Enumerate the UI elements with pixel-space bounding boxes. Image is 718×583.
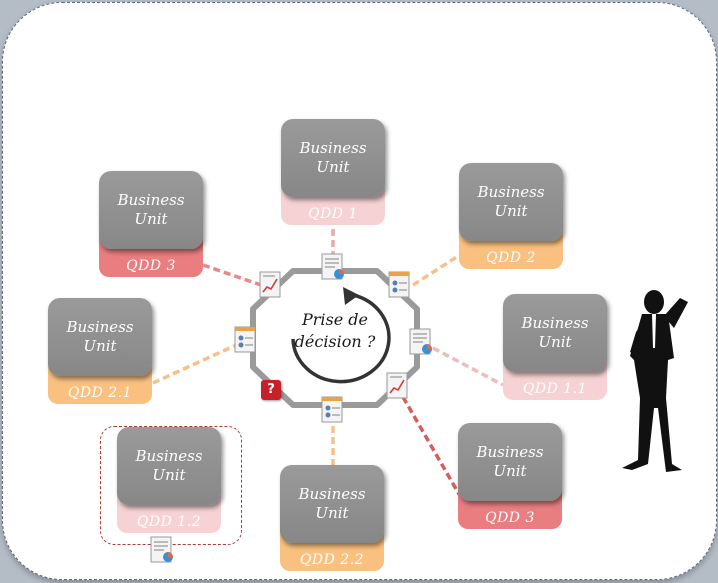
decision-label-line: décision ?: [294, 332, 376, 351]
unit-label: Unit: [152, 466, 186, 484]
business-unit-box: Business Unit: [117, 427, 221, 505]
business-unit-qdd1: QDD 1 Business Unit: [281, 119, 385, 227]
report-people-icon: [234, 326, 256, 353]
business-unit-box: Business Unit: [459, 163, 563, 241]
business-unit-box: Business Unit: [280, 465, 384, 543]
connector-qdd21: [152, 339, 246, 385]
cycle-arrow-head: [343, 287, 359, 305]
question-icon: ?: [261, 380, 281, 400]
unit-label: Business: [298, 485, 366, 503]
cycle-arrow: [291, 293, 391, 384]
business-unit-box: Business Unit: [48, 298, 152, 376]
report-pie-icon: [409, 328, 432, 355]
connector-qdd11: [432, 346, 504, 387]
business-unit-qdd12: QDD 1.2 Business Unit: [117, 427, 221, 535]
report-people-icon: [388, 271, 410, 298]
unit-label: Business: [66, 318, 134, 336]
business-unit-box: Business Unit: [281, 119, 385, 197]
unit-label: Unit: [315, 504, 349, 522]
business-unit-box: Business Unit: [503, 294, 607, 372]
unit-label: Business: [299, 139, 367, 157]
unit-label: Unit: [538, 333, 572, 351]
unit-label: Business: [477, 183, 545, 201]
connector-qdd3-left: [202, 263, 262, 287]
business-unit-qdd3-left: QDD 3 Business Unit: [99, 171, 203, 279]
unit-label: Unit: [134, 210, 168, 228]
unit-label: Business: [521, 314, 589, 332]
business-unit-qdd21: QDD 2.1 Business Unit: [48, 298, 152, 406]
business-unit-box: Business Unit: [99, 171, 203, 249]
business-unit-qdd11: QDD 1.1 Business Unit: [503, 294, 607, 402]
decision-label: Prise de décision ?: [279, 309, 391, 353]
report-people-icon: [321, 396, 343, 423]
unit-label: Unit: [83, 337, 117, 355]
business-unit-qdd22: QDD 2.2 Business Unit: [280, 465, 384, 573]
unit-label: Unit: [316, 158, 350, 176]
unit-label: Business: [135, 447, 203, 465]
connector-qdd2: [412, 251, 464, 287]
decision-label-line: Prise de: [301, 310, 368, 329]
report-pie-icon: [321, 253, 344, 280]
business-unit-qdd3-right: QDD 3 Business Unit: [458, 423, 562, 531]
report-chart-icon: [386, 372, 408, 399]
business-unit-qdd2: QDD 2 Business Unit: [459, 163, 563, 271]
unit-label: Business: [117, 191, 185, 209]
unit-label: Business: [476, 443, 544, 461]
report-chart-icon: [259, 271, 281, 298]
business-unit-box: Business Unit: [458, 423, 562, 501]
report-pie-icon: [150, 536, 173, 563]
thinking-person-icon: [622, 290, 688, 472]
unit-label: Unit: [493, 462, 527, 480]
unit-label: Unit: [494, 202, 528, 220]
